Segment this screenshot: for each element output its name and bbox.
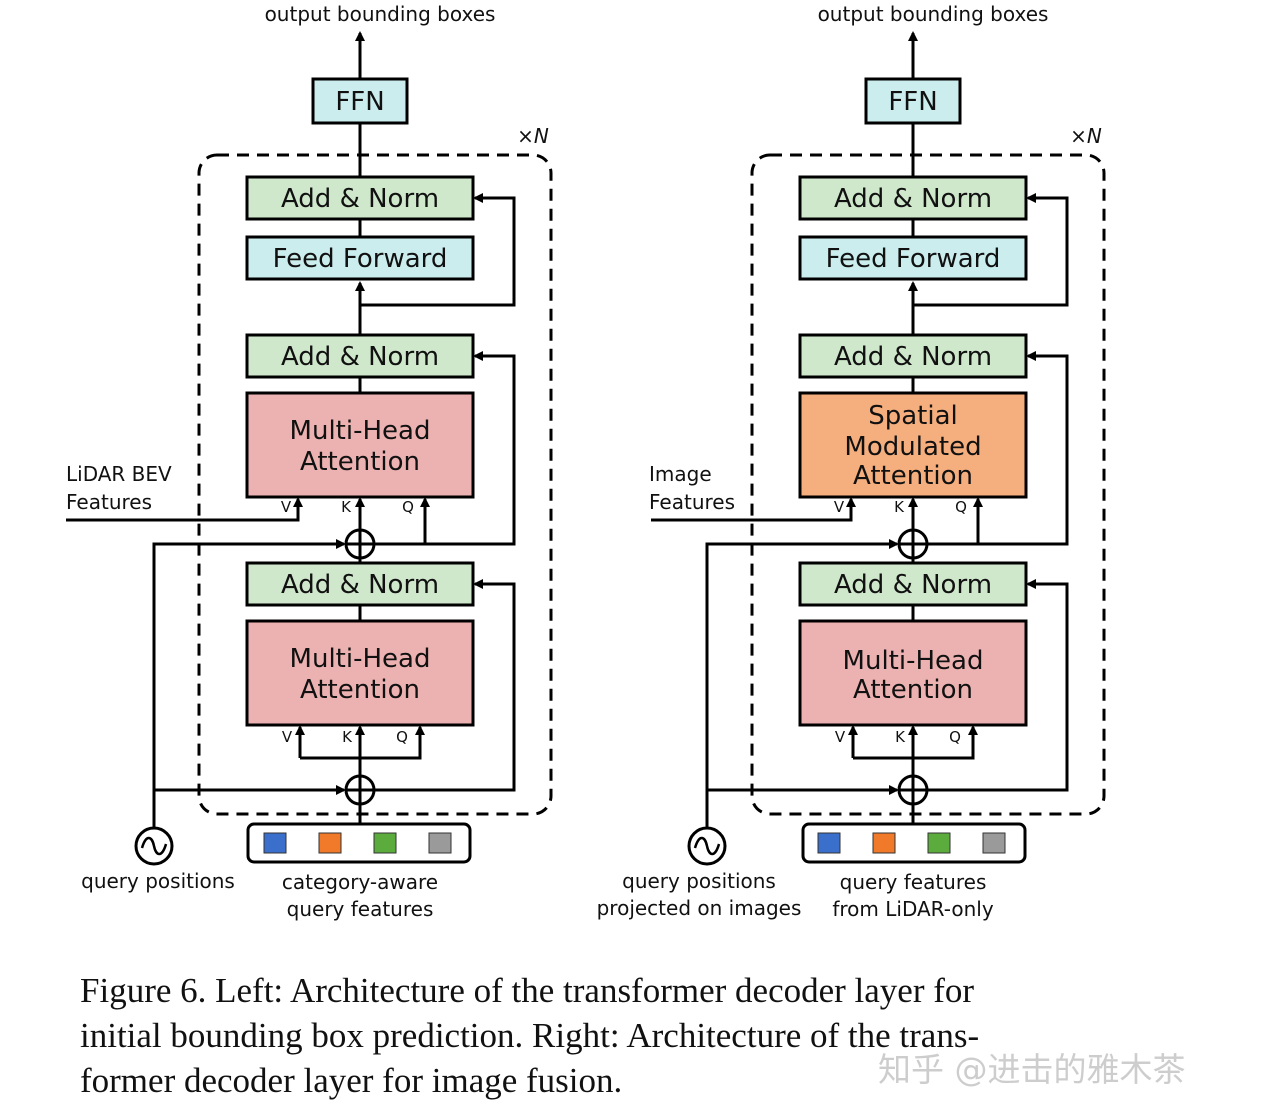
left-attention-top-line1: Multi-Head: [290, 416, 431, 446]
left-token-blue: [263, 832, 287, 854]
right-add-norm-top-label: Add & Norm: [834, 184, 992, 214]
left-feed-forward-label: Feed Forward: [273, 244, 448, 274]
right-q2-arrow: [853, 725, 978, 760]
right-ffn-label: FFN: [888, 87, 937, 117]
right-token-gray: [982, 832, 1006, 854]
right-attention-top-line2: Modulated: [844, 432, 981, 462]
left-residual-bot: [360, 579, 516, 792]
left-q-label: Q: [402, 498, 414, 516]
right-token-blue: [817, 832, 841, 854]
left-features-line1: LiDAR BEV: [66, 462, 172, 486]
caption-line-3: former decoder layer for image fusion.: [80, 1061, 623, 1100]
caption-line-1: Figure 6. Left: Architecture of the tran…: [80, 971, 975, 1010]
left-q-arrow: [360, 497, 430, 546]
right-features-line1: Image: [649, 462, 712, 486]
left-repeat-label: ×N: [517, 124, 549, 148]
right-repeat-frame: [750, 153, 1106, 816]
figure-caption: Figure 6. Left: Architecture of the tran…: [80, 968, 1080, 1103]
left-feat-line2: query features: [287, 897, 434, 921]
left-q2-label: Q: [396, 728, 408, 746]
left-feed-forward-box: [245, 235, 475, 281]
right-repeat-label: ×N: [1070, 124, 1102, 148]
right-attention-bot-line1: Multi-Head: [843, 646, 984, 676]
left-features-line2: Features: [66, 490, 152, 514]
right-v2-label: V: [835, 728, 846, 746]
right-residual-bot: [913, 579, 1069, 792]
left-add-norm-top-label: Add & Norm: [281, 184, 439, 214]
right-pos-line-top: [705, 539, 899, 828]
right-output-label: output bounding boxes: [818, 2, 1049, 26]
left-residual-mid: [360, 351, 516, 546]
right-query-features-box: [801, 822, 1027, 864]
right-diagram: output bounding boxes FFN ×N Add & Norm …: [597, 2, 1106, 921]
left-attention-bot-line2: Attention: [300, 675, 420, 705]
left-add-norm-bot: [245, 561, 475, 607]
left-attention-bot-line1: Multi-Head: [290, 644, 431, 674]
left-add-norm-top: [245, 175, 475, 221]
right-spatial-attention-box: [798, 391, 1028, 499]
left-v-label: V: [281, 498, 292, 516]
left-pos-line-top: [152, 539, 346, 828]
right-token-green: [927, 832, 951, 854]
right-feed-forward-label: Feed Forward: [826, 244, 1001, 274]
right-q-arrow: [913, 497, 983, 546]
left-residual-top: [360, 193, 516, 307]
right-add-norm-bot: [798, 561, 1028, 607]
left-diagram: output bounding boxes FFN ×N Add & Norm …: [66, 2, 553, 921]
right-attention-bot-box: [798, 619, 1028, 727]
right-v-label: V: [834, 498, 845, 516]
left-v2-label: V: [282, 728, 293, 746]
left-attention-bot-box: [245, 619, 475, 727]
left-add-norm-mid: [245, 333, 475, 379]
left-pos-label: query positions: [81, 869, 235, 893]
caption-line-2: initial bounding box prediction. Right: …: [80, 1016, 980, 1055]
right-pos-line1: query positions: [622, 869, 776, 893]
left-output-label: output bounding boxes: [265, 2, 496, 26]
left-features-arrow-v: [66, 497, 303, 522]
left-sine-wave-icon: [140, 836, 168, 856]
right-features-arrow-v: [651, 497, 856, 522]
left-add-norm-bot-label: Add & Norm: [281, 570, 439, 600]
left-repeat-frame: [197, 153, 553, 816]
right-add-norm-top: [798, 175, 1028, 221]
right-pos-line2: projected on images: [597, 896, 802, 920]
right-feat-line2: from LiDAR-only: [832, 897, 993, 921]
right-attention-top-line1: Spatial: [868, 401, 958, 431]
left-ffn-label: FFN: [335, 87, 384, 117]
left-token-orange: [318, 832, 342, 854]
right-attention-bot-line2: Attention: [853, 675, 973, 705]
right-residual-top: [913, 193, 1069, 307]
right-attention-top-line3: Attention: [853, 461, 973, 491]
left-add-norm-mid-label: Add & Norm: [281, 342, 439, 372]
right-k2-label: K: [895, 728, 906, 746]
right-k-label: K: [894, 498, 905, 516]
left-token-green: [373, 832, 397, 854]
right-q2-label: Q: [949, 728, 961, 746]
left-k-label: K: [341, 498, 352, 516]
left-q2-arrow: [300, 725, 425, 760]
left-attention-top-line2: Attention: [300, 447, 420, 477]
right-token-orange: [872, 832, 896, 854]
left-query-features-box: [246, 822, 472, 864]
left-token-gray: [428, 832, 452, 854]
right-features-line2: Features: [649, 490, 735, 514]
right-q-label: Q: [955, 498, 967, 516]
right-ffn-box: [864, 77, 962, 125]
left-k2-label: K: [342, 728, 353, 746]
right-feed-forward-box: [798, 235, 1028, 281]
right-residual-mid: [913, 351, 1069, 546]
right-add-norm-mid-label: Add & Norm: [834, 342, 992, 372]
right-add-norm-bot-label: Add & Norm: [834, 570, 992, 600]
watermark: 知乎 @进击的雅木茶: [878, 1050, 1186, 1089]
right-feat-line1: query features: [840, 870, 987, 894]
left-feat-line1: category-aware: [282, 870, 438, 894]
right-sine-wave-icon: [693, 836, 721, 856]
